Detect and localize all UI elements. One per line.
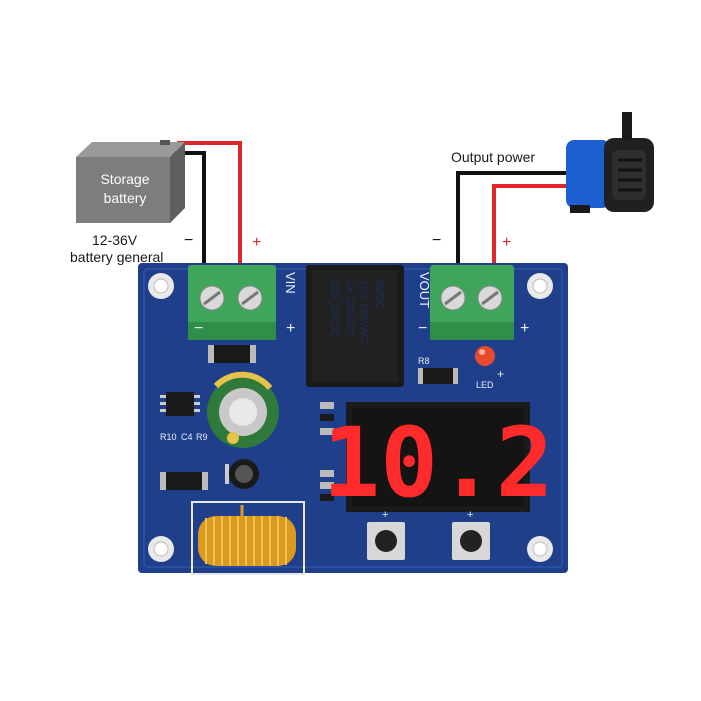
button-right-plus-label: +	[467, 509, 473, 521]
relay	[306, 265, 404, 387]
relay-line-2: 10A 120VAC	[358, 280, 370, 342]
output-black-wire	[456, 171, 568, 263]
output-power-label: Output power	[451, 149, 536, 165]
c4-label: C4	[181, 432, 193, 442]
storage-battery	[76, 140, 185, 223]
output-red-wire	[492, 184, 568, 263]
button-right[interactable]	[452, 522, 490, 560]
smd-diode-right	[418, 368, 458, 384]
battery-general-label: battery general	[70, 249, 164, 265]
battery-plus-label: +	[252, 234, 261, 251]
smd-diode-bottom	[160, 472, 208, 490]
led-label: LED	[476, 380, 494, 390]
pump-icon	[566, 112, 654, 213]
battery-title-line1: Storage	[100, 171, 150, 187]
electrolytic-capacitor	[207, 371, 279, 448]
r8-label: R8	[418, 356, 430, 366]
smd-small-parts	[320, 402, 334, 501]
output-plus-label: +	[502, 234, 511, 251]
output-wires	[456, 171, 568, 263]
ic-chip	[160, 392, 200, 416]
battery-title: Storage battery	[88, 170, 162, 208]
vout-label: VOUT	[417, 272, 432, 308]
r9-label: R9	[196, 432, 208, 442]
button-left-plus-label: +	[382, 509, 388, 521]
vin-minus-label: −	[194, 320, 203, 337]
display-value: 10.2	[322, 407, 553, 519]
battery-minus-label: −	[184, 232, 193, 249]
status-led	[475, 346, 495, 366]
mount-holes	[148, 273, 553, 562]
toroid-inductor	[191, 501, 305, 575]
vout-terminal	[430, 265, 514, 340]
vin-terminal	[188, 265, 276, 340]
r10-label: R10	[160, 432, 177, 442]
button-left[interactable]	[367, 522, 405, 560]
relay-line-1: 5VDC	[373, 280, 385, 309]
vout-plus-label: +	[520, 320, 529, 337]
relay-text-group: 5VDC	[373, 280, 385, 309]
battery-title-line2: battery	[103, 190, 147, 206]
relay-line-4: 20A 18VDC	[328, 280, 340, 338]
battery-voltage-label: 12-36V	[92, 232, 138, 248]
relay-line-3: 6A 240VAC	[343, 280, 355, 336]
seven-segment-display	[346, 402, 530, 512]
vout-minus-label: −	[418, 320, 427, 337]
battery-red-wire	[177, 141, 242, 263]
smd-diode-top	[208, 345, 256, 363]
vin-label: VIN	[283, 272, 298, 294]
small-capacitor	[225, 459, 259, 489]
pcb-board: 5VDC 10A 120VAC 6A 240VAC 20A 18VDC VIN …	[138, 263, 568, 575]
output-minus-label: −	[432, 232, 441, 249]
led-plus-label: +	[497, 367, 504, 381]
vin-plus-label: +	[286, 320, 295, 337]
